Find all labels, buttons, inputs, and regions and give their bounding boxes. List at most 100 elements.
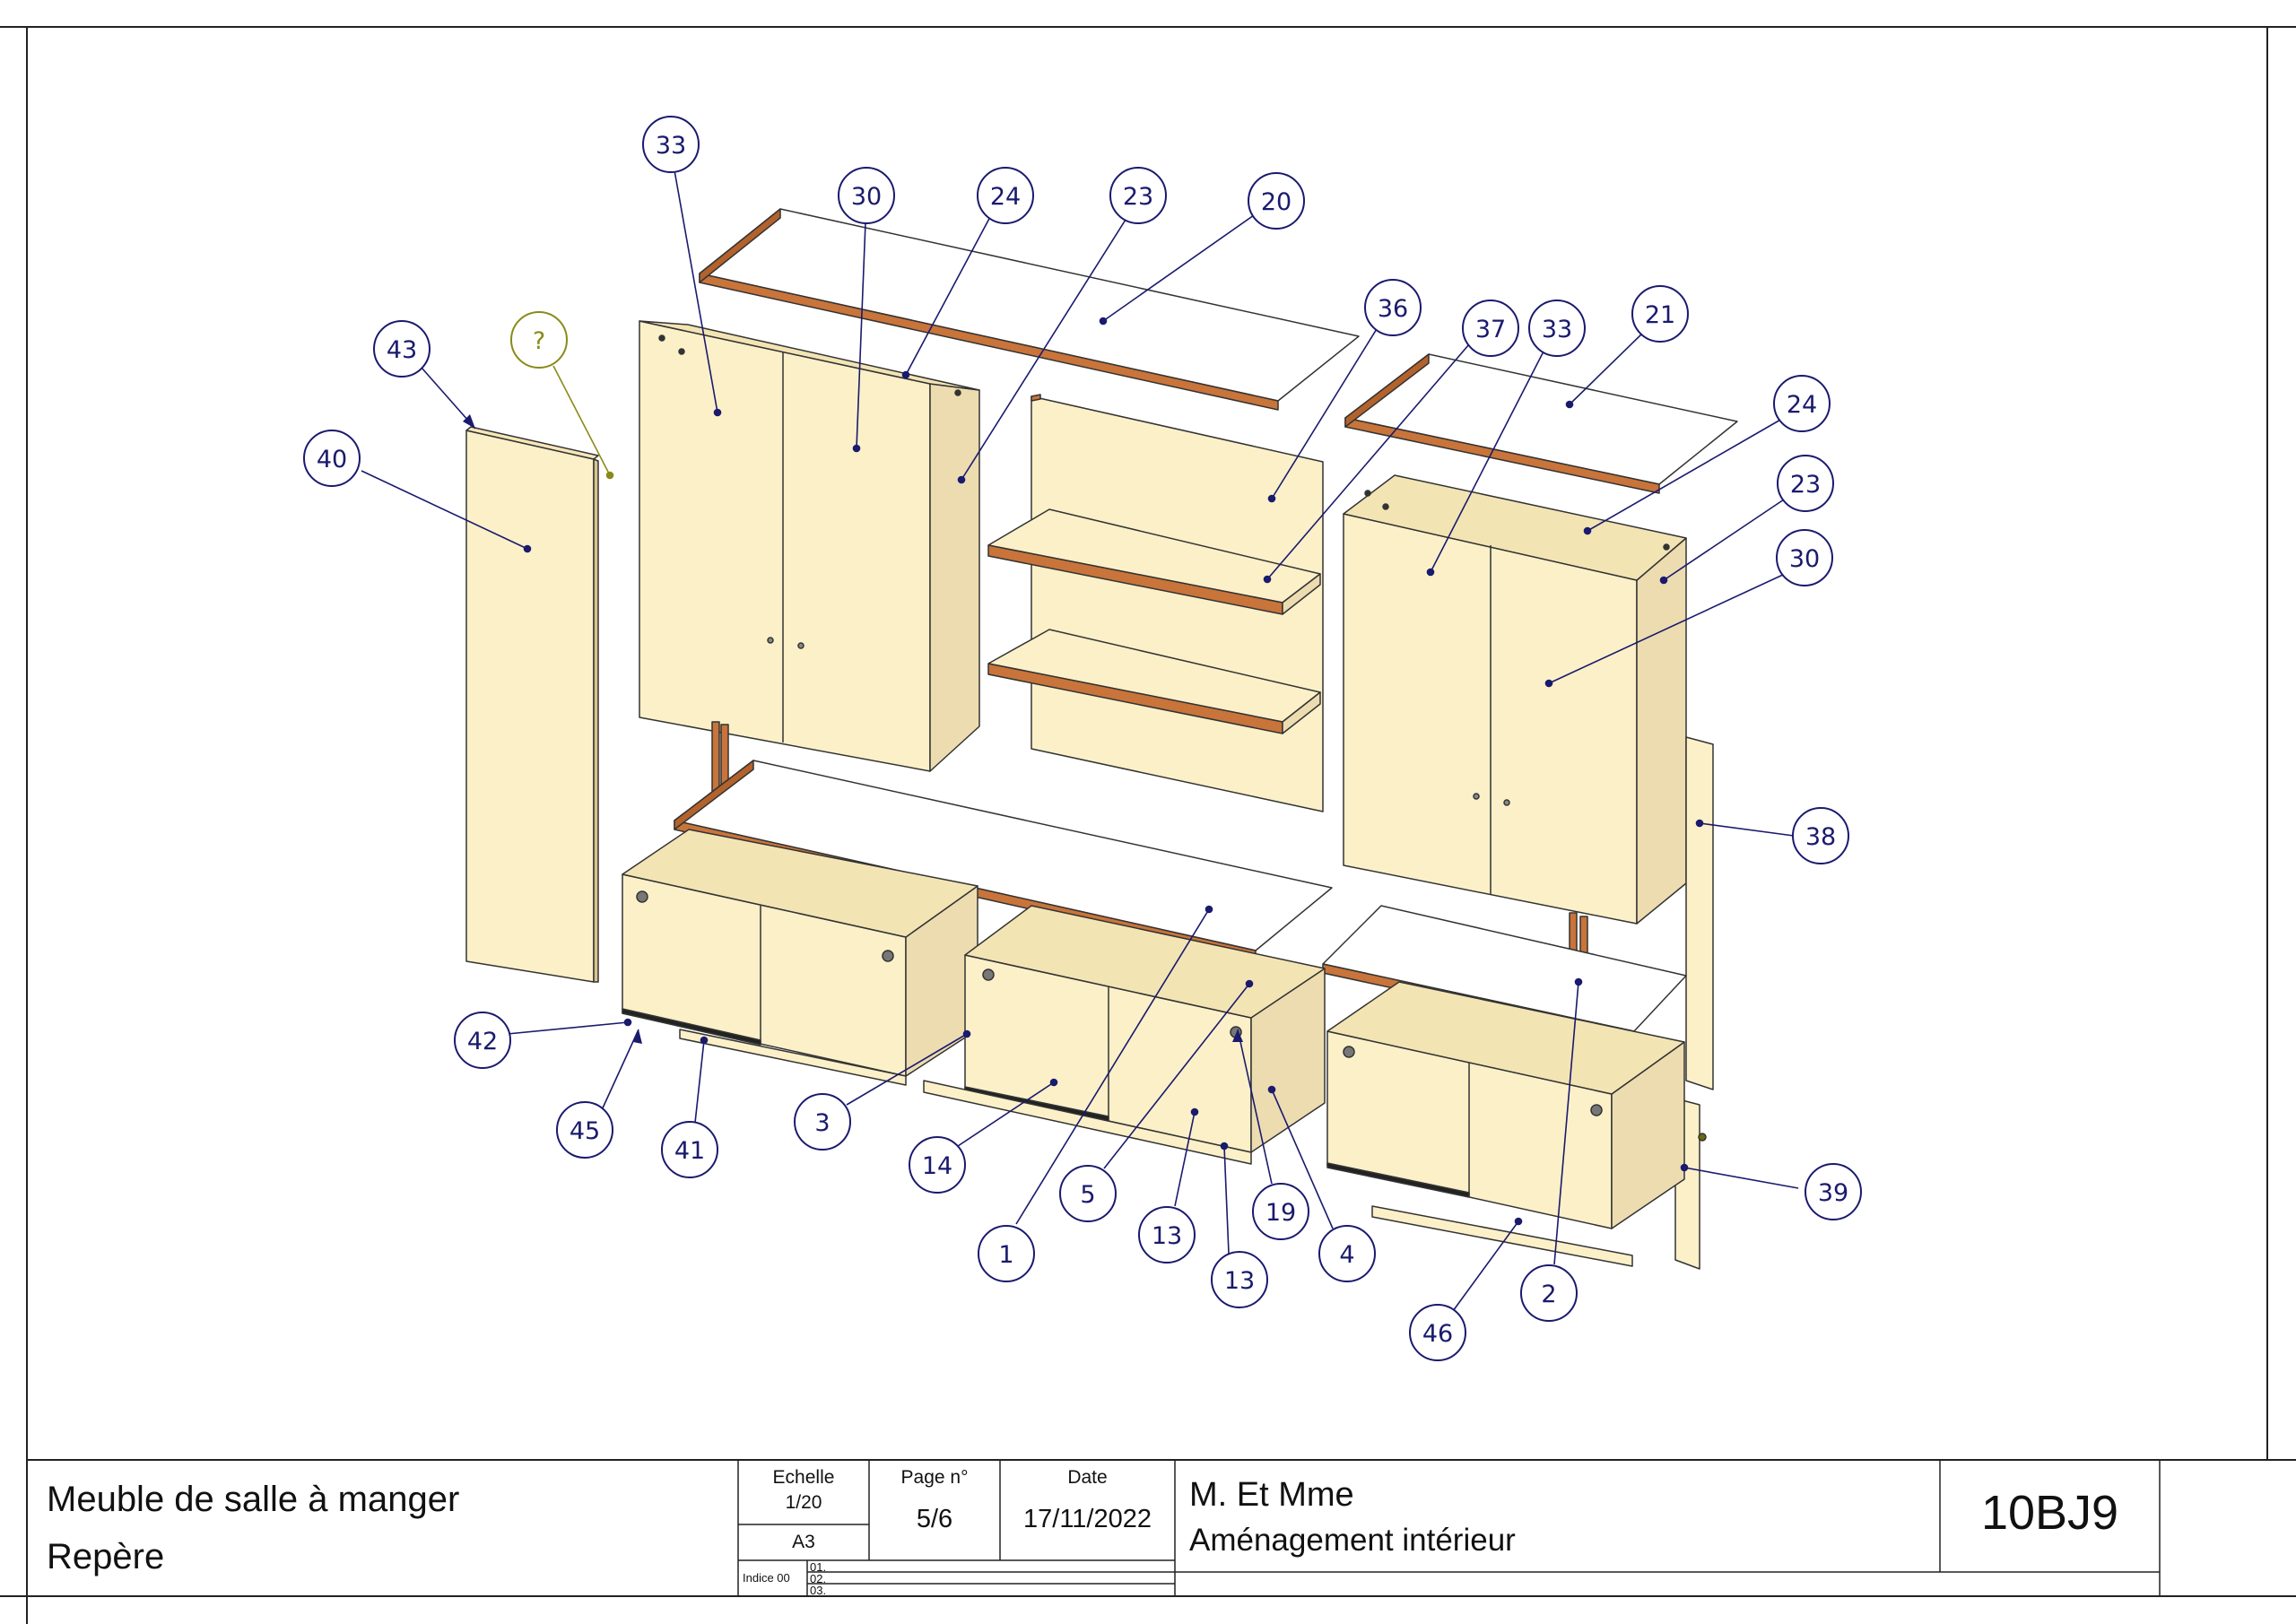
callout-24b: 24 [1773,375,1831,432]
callout-circle [1528,300,1586,357]
echelle-value: 1/20 [785,1492,822,1513]
callout-20: 20 [1248,172,1305,230]
leader-arrows [463,414,1243,1044]
callout-label: 39 [1818,1179,1848,1207]
callout-4: 4 [1318,1225,1376,1282]
callout-label: 24 [1787,391,1817,419]
callout-circle [978,1225,1035,1282]
callout-label: ? [533,327,545,355]
callout-circle [794,1093,851,1151]
client-line1: M. Et Mme [1189,1476,1354,1514]
callout-label: 20 [1261,188,1292,216]
callout-45: 45 [556,1101,613,1159]
callout-label: 45 [570,1117,600,1145]
callout-circle [1773,375,1831,432]
indice-01: 01. [810,1560,827,1574]
lower-cabinet-middle [923,905,1326,1165]
indice-label: Indice 00 [743,1571,790,1585]
callout-label: 46 [1422,1320,1453,1348]
callout-5: 5 [1059,1165,1117,1222]
callout-label: 23 [1123,183,1153,211]
callout-42: 42 [454,1012,511,1069]
callout-38: 38 [1792,807,1849,864]
callout-46: 46 [1409,1304,1466,1361]
callout-circle [454,1012,511,1069]
callout-label: 3 [814,1109,830,1137]
callout-circle [1252,1183,1309,1240]
callout-circle [373,320,430,378]
shelf-37-lower [987,629,1321,734]
furniture-exploded-view [465,208,1738,1270]
callout-circle [1318,1225,1376,1282]
callout-label: 21 [1645,301,1675,329]
callout-label: 41 [674,1137,705,1165]
leader-line-alt [552,365,614,480]
callout-circle [1059,1165,1117,1222]
callout-30b: 30 [1776,529,1833,586]
upper-cabinet-left [639,320,980,772]
page-value: 5/6 [916,1505,953,1533]
reference-code: 10BJ9 [1980,1486,2119,1540]
indice-03: 03. [810,1584,827,1597]
date-label: Date [1067,1467,1108,1488]
drawing-frame [0,26,2296,1624]
callout-label: 1 [998,1241,1013,1269]
lower-cabinet-left [622,829,978,1086]
top-shelf-21 [1344,353,1738,494]
title-line1: Meuble de salle à manger [47,1480,460,1519]
callout-circle [977,167,1034,224]
callout-circle [661,1121,718,1178]
callout-13a: 13 [1138,1206,1196,1264]
callout-19: 19 [1252,1183,1309,1240]
callout-circle [510,311,568,369]
format-value: A3 [792,1532,815,1552]
callout-1: 1 [978,1225,1035,1282]
callout-circle [303,430,361,487]
callout-label: 24 [990,183,1021,211]
callout-circle [1109,167,1167,224]
callout-label: 2 [1541,1281,1556,1308]
leader-lines [361,169,1799,1312]
callout-label: 5 [1080,1181,1095,1209]
callout-label: 37 [1475,316,1506,343]
date-value: 17/11/2022 [1023,1505,1152,1533]
page-label: Page n° [900,1467,969,1488]
callout-label: 13 [1224,1267,1255,1295]
callout-circle [556,1101,613,1159]
callout-23b: 23 [1777,455,1834,512]
side-panel-left-40 [465,426,599,983]
callout-circle [1777,455,1834,512]
callout-21: 21 [1631,285,1689,343]
callout-label: 13 [1152,1222,1182,1250]
callout-label: 30 [851,183,882,211]
callout-label: 40 [317,446,347,473]
callout-circle [1138,1206,1196,1264]
client-line2: Aménagement intérieur [1189,1523,1516,1558]
callout-circle [909,1136,966,1194]
callout-43: 43 [373,320,430,378]
callout-33b: 33 [1528,300,1586,357]
callout-39: 39 [1805,1163,1862,1220]
callout-circle [1631,285,1689,343]
callout-41: 41 [661,1121,718,1178]
callout-circle [1409,1304,1466,1361]
callout-30a: 30 [838,167,895,224]
callout-label: 4 [1339,1241,1354,1269]
callout-circle [1211,1251,1268,1308]
callout-circle [1805,1163,1862,1220]
side-panel-right-38 [1685,736,1714,1090]
callout-circle [1364,279,1422,336]
callout-23a: 23 [1109,167,1167,224]
title-block-grid [737,1460,2161,1596]
callout-circle [838,167,895,224]
callout-label: 19 [1265,1199,1296,1227]
callout-label: 38 [1805,823,1836,851]
callout-33a: 33 [642,116,700,173]
callout-label: 23 [1790,471,1821,499]
callout-circle [1792,807,1849,864]
callout-label: 36 [1378,295,1408,323]
callout-label: 14 [922,1152,952,1180]
callout-q: ? [510,311,568,369]
